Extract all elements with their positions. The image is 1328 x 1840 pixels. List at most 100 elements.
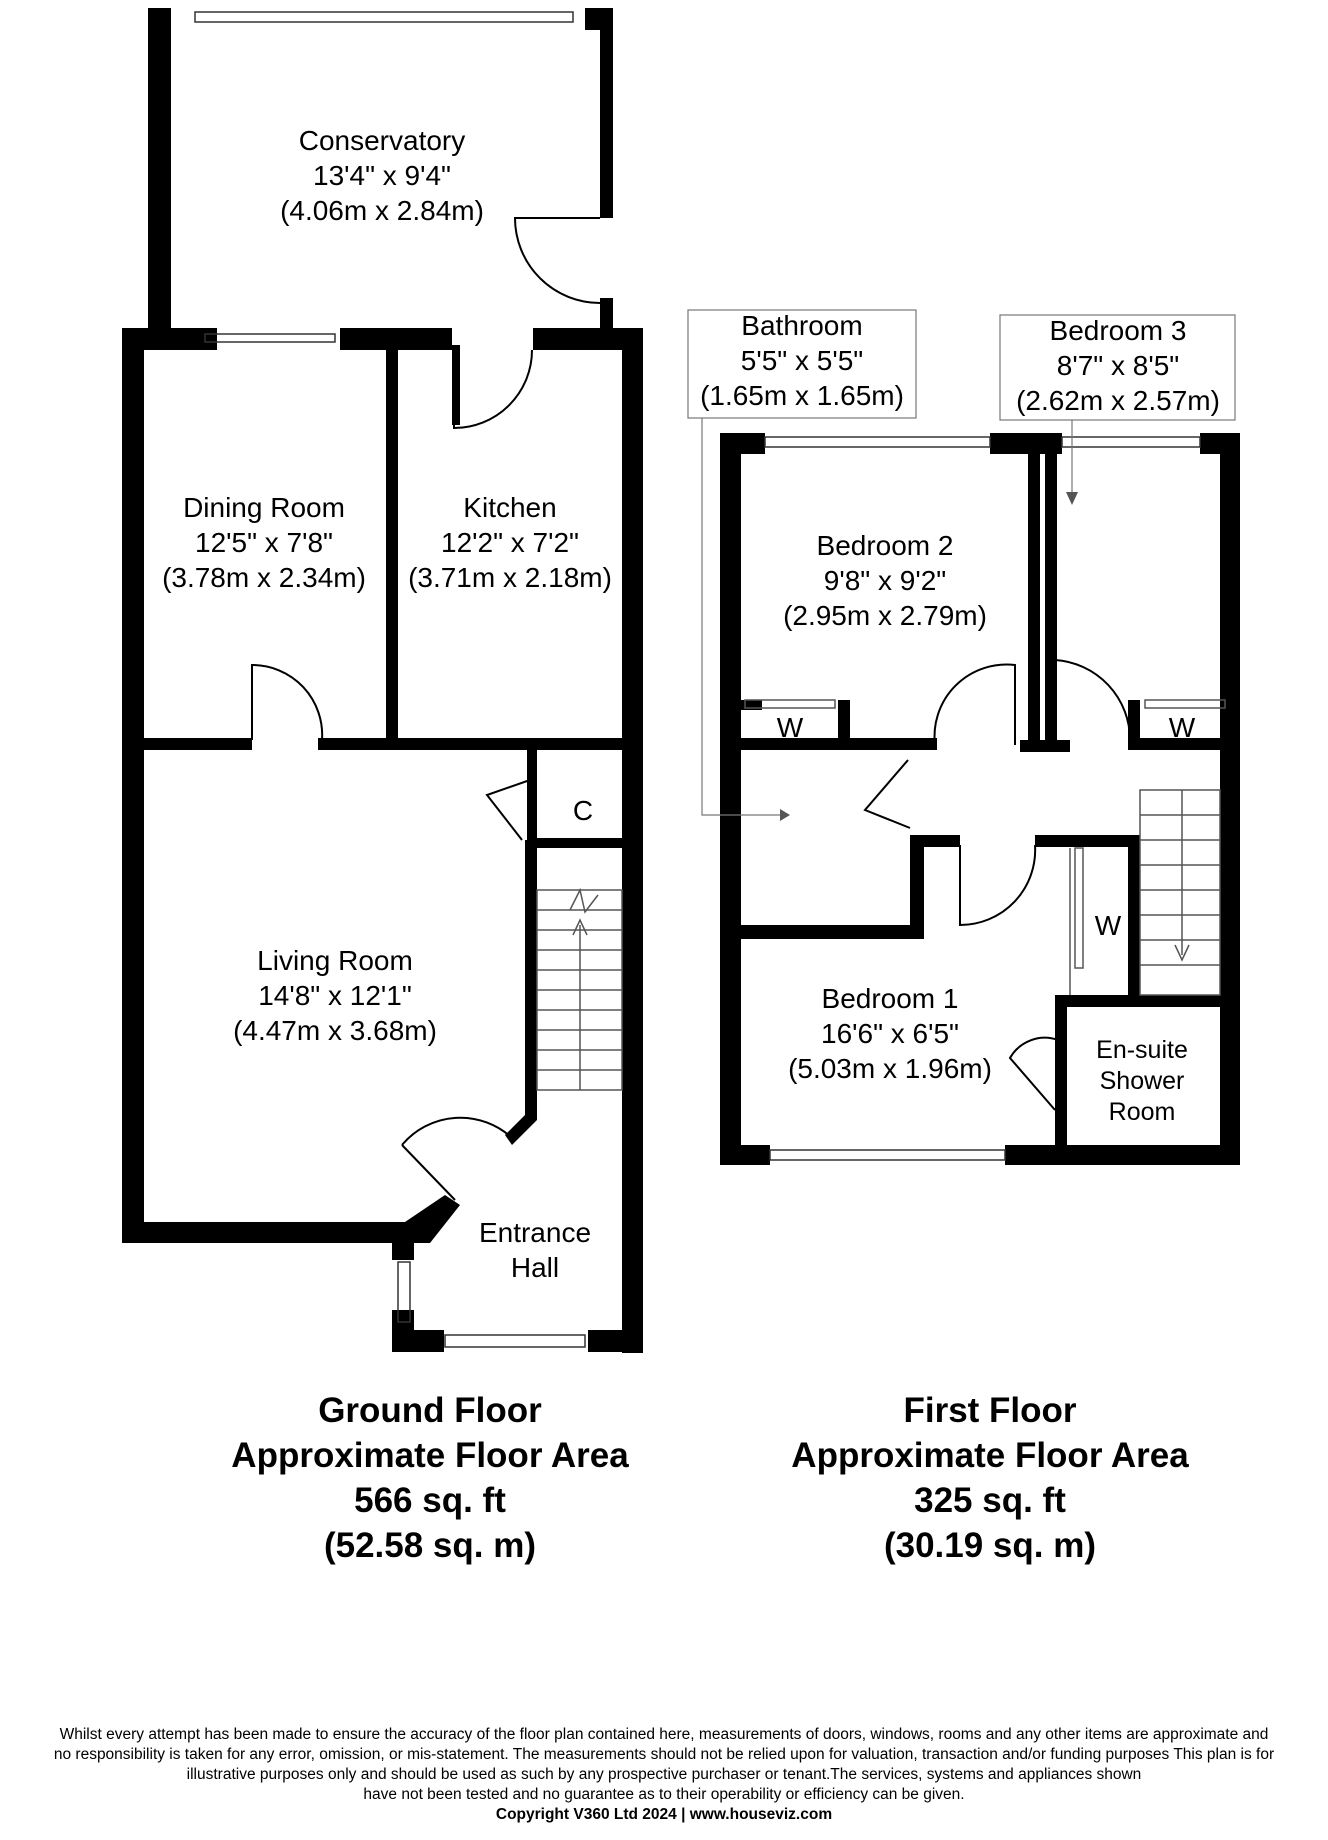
kitchen-metric: (3.71m x 2.18m) — [408, 562, 612, 593]
bedroom-3-name: Bedroom 3 — [1050, 315, 1187, 346]
wall — [720, 433, 741, 1165]
bathroom-callout-box — [687, 309, 917, 419]
cupboard-label: C — [573, 795, 593, 826]
wall — [720, 1145, 770, 1165]
first-floor-labels: Bathroom 5'5" x 5'5" (1.65m x 1.65m) Bed… — [700, 310, 1220, 1126]
wall — [386, 345, 398, 745]
wall — [533, 328, 643, 350]
conservatory-imperial: 13'4" x 9'4" — [313, 160, 451, 191]
bedroom-1-metric: (5.03m x 1.96m) — [788, 1053, 992, 1084]
living-room-imperial: 14'8" x 12'1" — [258, 980, 412, 1011]
conservatory-metric: (4.06m x 2.84m) — [280, 195, 484, 226]
wall — [1005, 1145, 1240, 1165]
bathroom-name: Bathroom — [741, 310, 862, 341]
wall — [452, 345, 460, 425]
wall — [1128, 835, 1140, 1005]
bedroom-1-imperial: 16'6" x 6'5" — [821, 1018, 959, 1049]
ground-floor-area-sqft: 566 sq. ft — [354, 1481, 506, 1520]
disclaimer-line: Whilst every attempt has been made to en… — [59, 1726, 1269, 1743]
bathroom-pointer — [701, 418, 780, 816]
wall — [622, 328, 643, 1353]
wall — [1028, 450, 1040, 748]
first-floor-area-sqm: (30.19 sq. m) — [883, 1526, 1097, 1565]
wardrobe-label: W — [777, 712, 804, 743]
ground-floor-stairs — [536, 887, 623, 1091]
living-room-name: Living Room — [257, 945, 413, 976]
kitchen-imperial: 12'2" x 7'2" — [441, 527, 579, 558]
dining-room-metric: (3.78m x 2.34m) — [162, 562, 366, 593]
wall — [405, 1195, 460, 1243]
ensuite-line3: Room — [1109, 1098, 1176, 1126]
wall — [392, 1230, 414, 1260]
wall — [600, 8, 613, 218]
wall — [737, 738, 937, 750]
bedroom-1-name: Bedroom 1 — [822, 983, 959, 1014]
first-floor-title: First Floor — [903, 1391, 1077, 1430]
disclaimer: Whilst every attempt has been made to en… — [0, 1725, 1328, 1825]
first-floor-area-sqft: 325 sq. ft — [914, 1481, 1066, 1520]
wall — [1035, 835, 1135, 847]
bedroom-2-imperial: 9'8" x 9'2" — [824, 565, 946, 596]
kitchen-name: Kitchen — [463, 492, 556, 523]
wall — [1055, 995, 1067, 1155]
wall — [737, 925, 917, 939]
wardrobe-label: W — [1169, 712, 1196, 743]
wall — [318, 738, 623, 750]
first-floor-summary: First Floor Approximate Floor Area 325 s… — [730, 1388, 1250, 1568]
ground-floor-summary: Ground Floor Approximate Floor Area 566 … — [170, 1388, 690, 1568]
wall — [910, 835, 924, 939]
ground-floor-plan — [122, 8, 643, 1353]
bathroom-imperial: 5'5" x 5'5" — [741, 345, 863, 376]
wall — [1128, 738, 1228, 750]
bathroom-metric: (1.65m x 1.65m) — [700, 380, 904, 411]
wall — [910, 835, 960, 847]
wall — [535, 838, 623, 848]
first-floor-doors — [863, 659, 1132, 1111]
disclaimer-line: no responsibility is taken for any error… — [53, 1746, 1275, 1763]
wall — [588, 1330, 643, 1352]
wall — [1220, 433, 1240, 1165]
wall — [600, 298, 613, 330]
ground-floor-area-sqm: (52.58 sq. m) — [323, 1526, 537, 1565]
wall — [838, 700, 850, 750]
wall — [1020, 740, 1070, 752]
wall — [1128, 700, 1140, 750]
bedroom-3-metric: (2.62m x 2.57m) — [1016, 385, 1220, 416]
bedroom-2-metric: (2.95m x 2.79m) — [783, 600, 987, 631]
bedroom3-callout-box — [999, 314, 1236, 421]
wall — [122, 328, 217, 350]
wall — [1065, 995, 1225, 1007]
copyright-notice: Copyright V360 Ltd 2024 | www.houseviz.c… — [495, 1806, 833, 1823]
entrance-hall-line1: Entrance — [479, 1217, 591, 1248]
first-floor-wardrobes — [744, 699, 1226, 995]
dining-room-imperial: 12'5" x 7'8" — [195, 527, 333, 558]
ground-floor-title: Ground Floor — [318, 1391, 542, 1430]
ground-floor-labels: Conservatory 13'4" x 9'4" (4.06m x 2.84m… — [162, 125, 612, 1283]
wall — [122, 1222, 412, 1243]
first-floor-plan — [720, 433, 1240, 1165]
wall — [392, 1330, 444, 1352]
ground-floor-subtitle: Approximate Floor Area — [231, 1436, 629, 1475]
wall — [122, 328, 144, 1243]
first-floor-subtitle: Approximate Floor Area — [791, 1436, 1189, 1475]
wall — [148, 8, 171, 330]
bedroom-2-name: Bedroom 2 — [817, 530, 954, 561]
wardrobe-label: W — [1095, 910, 1122, 941]
disclaimer-line: illustrative purposes only and should be… — [186, 1766, 1142, 1783]
conservatory-name: Conservatory — [299, 125, 466, 156]
disclaimer-line: have not been tested and no guarantee as… — [363, 1786, 965, 1803]
living-room-metric: (4.47m x 3.68m) — [233, 1015, 437, 1046]
wall — [340, 328, 452, 350]
ensuite-line2: Shower — [1100, 1067, 1185, 1095]
ground-floor-windows — [194, 11, 586, 1348]
bedroom-3-imperial: 8'7" x 8'5" — [1057, 350, 1179, 381]
ensuite-line1: En-suite — [1096, 1036, 1188, 1064]
first-floor-stairs — [1139, 789, 1221, 996]
wall — [505, 840, 537, 1145]
first-floor-callouts — [687, 309, 1236, 816]
wall — [990, 433, 1062, 454]
entrance-hall-line2: Hall — [511, 1252, 559, 1283]
pointer-arrowheads — [780, 492, 1078, 821]
dining-room-name: Dining Room — [183, 492, 345, 523]
wall — [140, 738, 252, 750]
